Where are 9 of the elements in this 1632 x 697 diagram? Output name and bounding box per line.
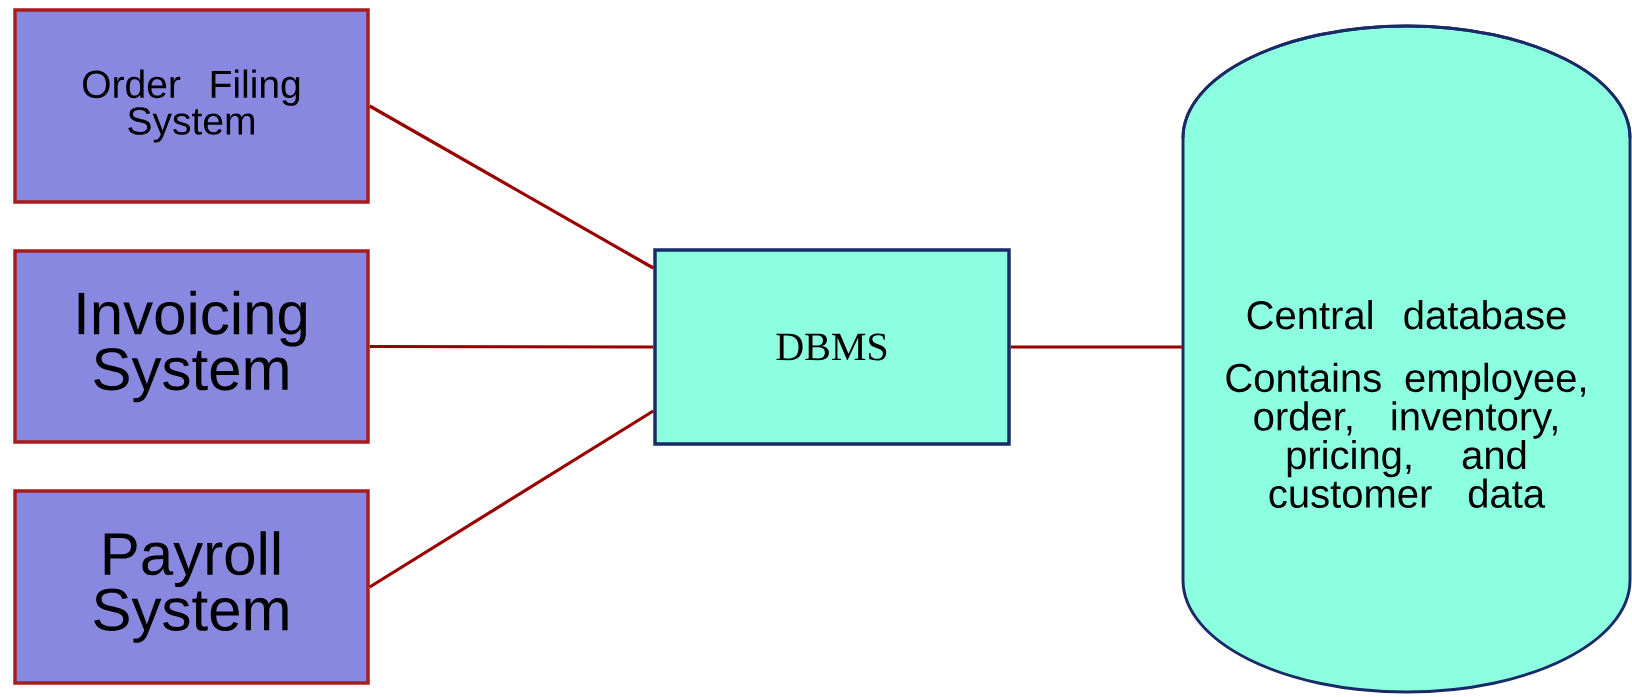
connector-line (1010, 345, 1183, 349)
system-box: Order Filing System (13, 8, 370, 204)
system-box: Invoicing System (13, 249, 370, 444)
connector-line (368, 409, 655, 589)
database-cylinder: Central database Contains employee, order, inventory, pricing, and customer data (1181, 24, 1632, 694)
connector-line (369, 344, 654, 349)
connector-line (368, 104, 655, 270)
system-box: Payroll System (13, 489, 370, 685)
dbms-box: DBMS (653, 248, 1011, 446)
